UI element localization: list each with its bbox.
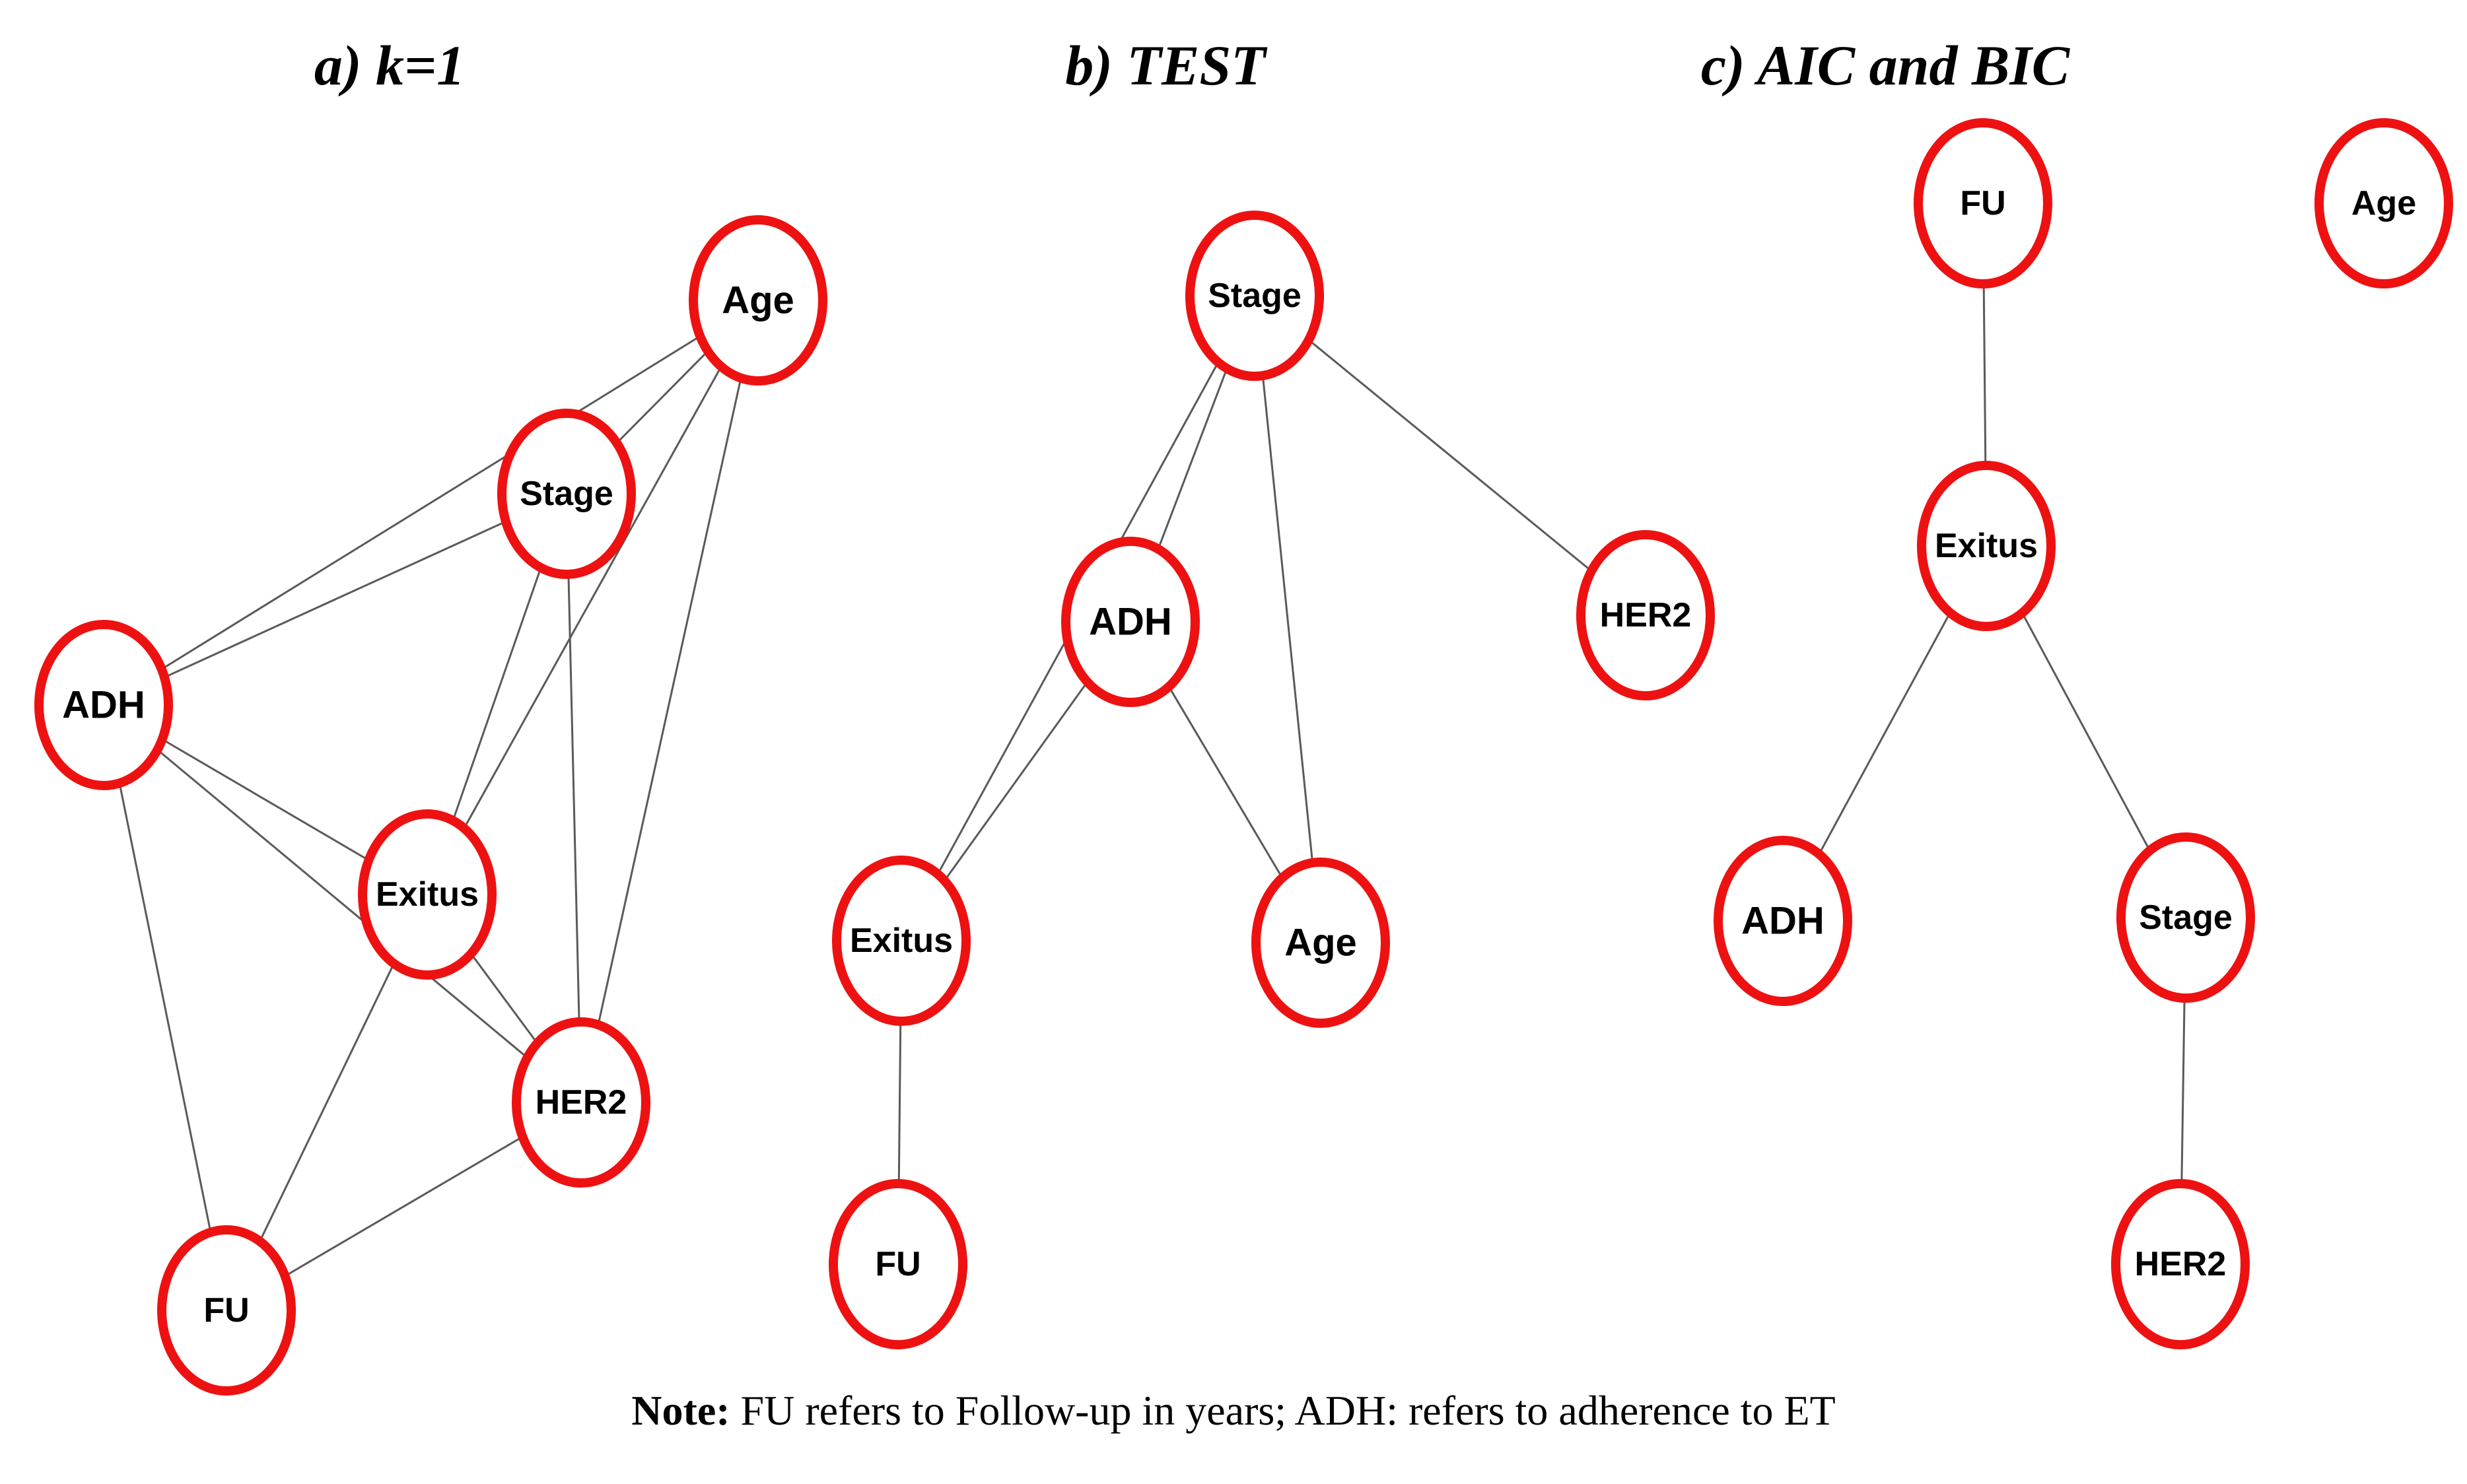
panel-a-node-adh-label: ADH: [62, 684, 145, 727]
panel-a-node-fu-label: FU: [203, 1291, 249, 1330]
panel-a-edge-adh-her2: [103, 704, 582, 1104]
panel-c-node-exitus-label: Exitus: [1935, 527, 2038, 565]
panel-b-node-adh-label: ADH: [1089, 601, 1172, 644]
panel-b-node-her2-label: HER2: [1600, 596, 1692, 634]
panel-a-node-age: Age: [689, 215, 827, 386]
panel-a-edge-stage-her2: [565, 493, 582, 1103]
panel-a-node-exitus: Exitus: [358, 809, 497, 980]
panel-a-edge-stage-adh: [103, 492, 567, 706]
panel-c-node-age-circle: [2314, 118, 2453, 288]
panel-a-node-stage-circle: [497, 409, 636, 579]
panel-c-node-age: Age: [2314, 118, 2453, 288]
panel-a-node-fu-circle: [157, 1225, 296, 1396]
panel-c-node-stage-circle: [2116, 832, 2255, 1003]
panel-c-node-stage: Stage: [2116, 832, 2255, 1003]
panel-a-node-her2-circle: [512, 1017, 650, 1188]
panel-b-node-stage-circle: [1185, 211, 1324, 381]
panel-c-node-fu-label: FU: [1960, 184, 2005, 222]
panel-b-node-stage: Stage: [1185, 211, 1324, 381]
panel-a-node-age-circle: [689, 215, 827, 386]
panel-b-node-age-circle: [1251, 858, 1390, 1028]
panel-c-node-her2-circle: [2111, 1179, 2250, 1349]
panel-c-node-fu-circle: [1914, 118, 2052, 288]
panel-b-node-stage-label: Stage: [1208, 277, 1302, 315]
panel-b-node-age: Age: [1251, 858, 1390, 1028]
panel-c-node-age-label: Age: [2351, 184, 2416, 222]
panel-c-node-adh-label: ADH: [1741, 900, 1824, 943]
panel-b-node-exitus-label: Exitus: [850, 922, 953, 960]
panel-a-node-fu: FU: [157, 1225, 296, 1396]
panel-b-node-fu: FU: [829, 1179, 967, 1349]
panel-a-node-adh-circle: [34, 620, 173, 790]
panel-b-node-age-label: Age: [1284, 922, 1357, 964]
panel-a-node-her2-label: HER2: [536, 1083, 627, 1122]
panel-b-node-her2-circle: [1576, 530, 1715, 700]
panel-b-node-exitus-circle: [832, 856, 971, 1026]
panel-a-node-her2: HER2: [512, 1017, 650, 1188]
panel-b-node-exitus: Exitus: [832, 856, 971, 1026]
panel-c-node-stage-label: Stage: [2139, 898, 2233, 937]
footnote-text: FU refers to Follow-up in years; ADH: re…: [730, 1387, 1836, 1434]
panel-b-edge-stage-her2: [1254, 294, 1646, 617]
panel-b-title: b) TEST: [1065, 34, 1268, 97]
panel-a-edge-age-exitus: [426, 300, 759, 895]
panel-c-node-adh-circle: [1714, 836, 1852, 1006]
panel-a-edge-age-adh: [103, 299, 759, 706]
panel-c-node-adh: ADH: [1714, 836, 1852, 1006]
panel-c-node-exitus: Exitus: [1917, 461, 2056, 631]
panel-a-node-stage-label: Stage: [520, 475, 613, 513]
panel-b-edge-stage-age: [1253, 295, 1322, 943]
footnote: Note: FU refers to Follow-up in years; A…: [0, 1386, 2467, 1435]
panel-c-node-exitus-circle: [1917, 461, 2056, 631]
panel-c-node-fu: FU: [1914, 118, 2052, 288]
panel-b-node-her2: HER2: [1576, 530, 1715, 700]
panel-c-title: c) AIC and BIC: [1701, 34, 2071, 97]
panel-c-node-her2: HER2: [2111, 1179, 2250, 1349]
panel-a-node-age-label: Age: [722, 279, 794, 322]
panel-b-node-fu-circle: [829, 1179, 967, 1349]
panel-b-node-adh-circle: [1061, 537, 1200, 707]
panel-a-node-exitus-label: Exitus: [376, 875, 479, 914]
panel-b-node-fu-label: FU: [875, 1245, 921, 1283]
panel-b-node-adh: ADH: [1061, 537, 1200, 707]
panel-a-title: a) k=1: [314, 34, 465, 97]
panel-a-edge-adh-fu: [102, 704, 228, 1311]
panel-c-node-her2-label: HER2: [2135, 1245, 2227, 1283]
panel-a-node-stage: Stage: [497, 409, 636, 579]
footnote-prefix: Note:: [631, 1387, 730, 1434]
panel-a-node-adh: ADH: [34, 620, 173, 790]
panel-a-edge-age-her2: [580, 300, 759, 1103]
panel-a-node-exitus-circle: [358, 809, 497, 980]
